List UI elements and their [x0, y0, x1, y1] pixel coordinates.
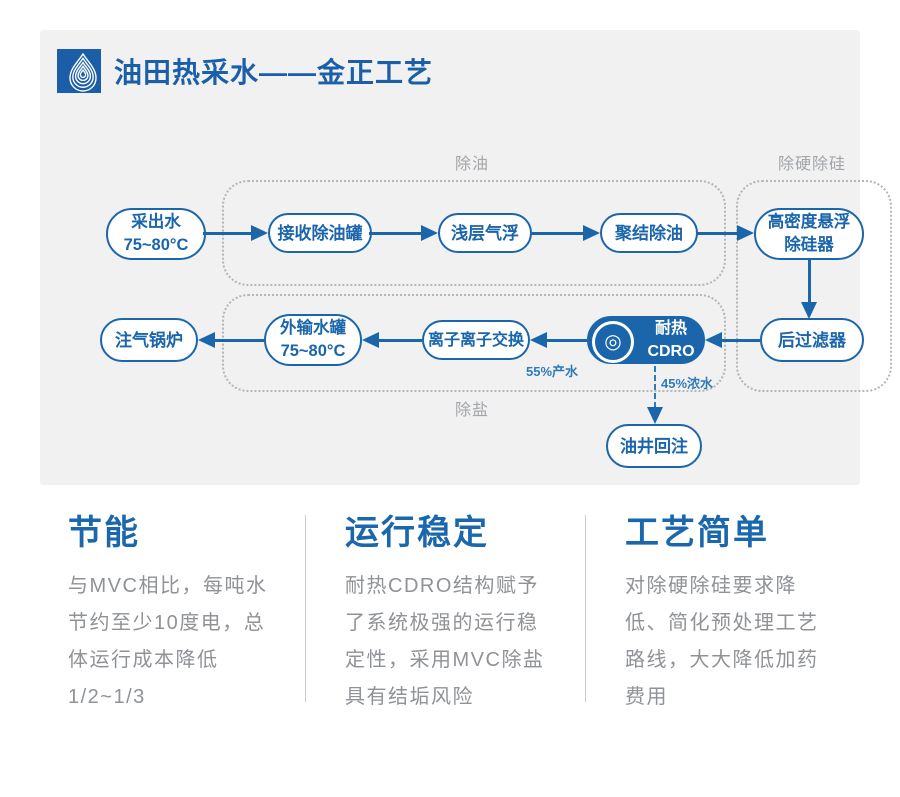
node-produced-water: 采出水 75~80°C	[106, 208, 206, 260]
group-label-hardness-silicon-removal: 除硬除硅	[777, 156, 846, 173]
arrow-line	[530, 232, 583, 235]
group-hardness-silicon-removal	[736, 180, 892, 392]
page-title: 油田热采水——金正工艺	[114, 57, 434, 88]
arrow-line	[696, 232, 737, 235]
dashed-arrow-line	[654, 366, 656, 408]
water-drop-logo-icon	[57, 49, 101, 93]
diagram-panel: 油田热采水——金正工艺 除油 除硬除硅 除盐 采出水 75~80°C 接收除油罐…	[40, 30, 892, 485]
arrow-line	[379, 339, 422, 342]
vertical-divider	[585, 515, 586, 702]
node-export-water-tank: 外输水罐 75~80°C	[264, 314, 362, 366]
node-receiving-deoiling-tank: 接收除油罐	[268, 213, 372, 253]
node-high-density-desilication: 高密度悬浮 除硅器	[754, 208, 864, 260]
arrow-left-icon	[198, 332, 215, 348]
arrow-down-icon	[801, 302, 817, 319]
vertical-divider	[305, 515, 306, 702]
node-gas-injection-boiler: 注气锅炉	[100, 318, 198, 362]
arrow-line	[547, 339, 587, 342]
feature-body: 耐热CDRO结构赋予 了系统极强的运行稳 定性，采用MVC除盐 具有结垢风险	[345, 575, 545, 708]
arrow-left-icon	[362, 332, 379, 348]
arrow-left-icon	[530, 332, 547, 348]
feature-title: 节能	[68, 514, 140, 552]
feature-simple-process: 工艺简单 对除硬除硅要求降 低、简化预处理工艺 路线，大大降低加药 费用	[625, 505, 849, 716]
brand-header: 油田热采水——金正工艺	[57, 49, 433, 93]
arrow-down-icon	[647, 407, 663, 424]
arrow-left-icon	[705, 332, 722, 348]
arrow-line	[203, 232, 251, 235]
node-heat-resistant-cdro: ◎ 耐热CDRO	[587, 316, 705, 364]
features-section: 节能 与MVC相比，每吨水 节约至少10度电，总 体运行成本降低 1/2~1/3…	[0, 485, 900, 797]
label-product-water: 55%产水	[526, 364, 579, 379]
arrow-line	[369, 232, 421, 235]
node-post-filter: 后过滤器	[760, 318, 864, 362]
group-label-oil-removal: 除油	[454, 156, 489, 173]
feature-title: 工艺简单	[625, 514, 769, 552]
feature-title: 运行稳定	[345, 514, 489, 552]
label-concentrate-water: 45%浓水	[661, 376, 714, 391]
feature-body: 与MVC相比，每吨水 节约至少10度电，总 体运行成本降低 1/2~1/3	[68, 575, 268, 708]
arrow-line	[808, 258, 811, 302]
node-well-reinjection: 油井回注	[606, 424, 702, 468]
group-desalination	[222, 294, 726, 392]
group-label-desalination: 除盐	[454, 402, 489, 419]
node-ion-exchange: 离子离子交换	[422, 320, 530, 360]
arrow-right-icon	[737, 225, 754, 241]
feature-body: 对除硬除硅要求降 低、简化预处理工艺 路线，大大降低加药 费用	[625, 575, 819, 708]
arrow-right-icon	[251, 225, 268, 241]
arrow-right-icon	[583, 225, 600, 241]
arrow-line	[215, 339, 264, 342]
feature-energy-saving: 节能 与MVC相比，每吨水 节约至少10度电，总 体运行成本降低 1/2~1/3	[68, 505, 292, 716]
process-flow-diagram: 除油 除硬除硅 除盐 采出水 75~80°C 接收除油罐 浅层气浮 聚结除油 高…	[40, 30, 892, 485]
cdro-label: 耐热CDRO	[647, 320, 695, 360]
arrow-line	[722, 339, 760, 342]
arrow-right-icon	[421, 225, 438, 241]
node-shallow-air-flotation: 浅层气浮	[438, 213, 532, 253]
node-coalescing-deoiling: 聚结除油	[600, 213, 698, 253]
concentric-circles-icon: ◎	[592, 321, 634, 363]
feature-stable-operation: 运行稳定 耐热CDRO结构赋予 了系统极强的运行稳 定性，采用MVC除盐 具有结…	[345, 505, 575, 716]
